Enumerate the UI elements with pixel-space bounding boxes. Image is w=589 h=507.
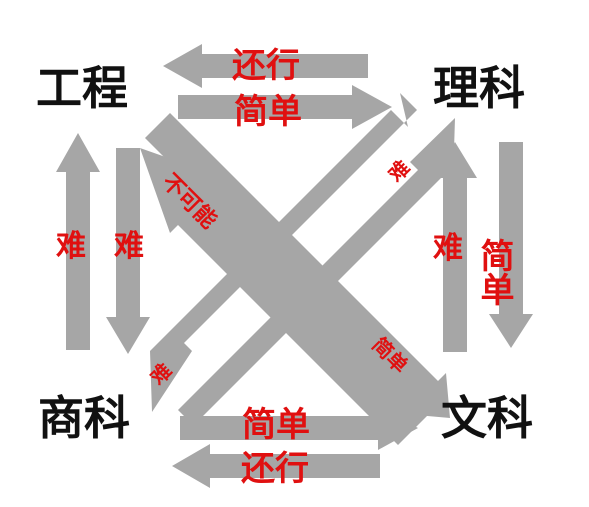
arrow-arts-to-science <box>433 142 477 352</box>
label-top-lower: 简单 <box>234 92 302 132</box>
arrow-science-to-engineering <box>163 44 368 88</box>
arrow-science-to-arts <box>489 142 533 348</box>
arrow-business-to-engineering <box>56 133 100 350</box>
label-left-down: 难 <box>113 229 144 264</box>
label-bottom-lower: 还行 <box>241 449 309 489</box>
arrow-engineering-to-business <box>106 148 150 354</box>
arrow-business-to-science <box>178 118 455 431</box>
arrow-engineering-to-science <box>178 85 392 129</box>
arrow-science-to-business <box>150 93 417 412</box>
arrow-engineering-to-arts <box>145 113 450 418</box>
label-right-down: 简单 <box>474 238 514 306</box>
field-engineering: 工程 <box>36 61 128 115</box>
label-left-up: 难 <box>55 229 86 264</box>
label-right-up: 难 <box>432 231 463 266</box>
arrow-business-to-arts <box>180 406 418 450</box>
field-science: 理科 <box>433 61 525 115</box>
label-top-upper: 还行 <box>232 46 300 86</box>
field-business: 商科 <box>38 391 130 445</box>
arrow-arts-to-engineering <box>140 148 437 445</box>
label-bottom-upper: 简单 <box>242 405 310 445</box>
field-arts: 文科 <box>441 391 533 445</box>
arrow-arts-to-business <box>172 444 380 488</box>
